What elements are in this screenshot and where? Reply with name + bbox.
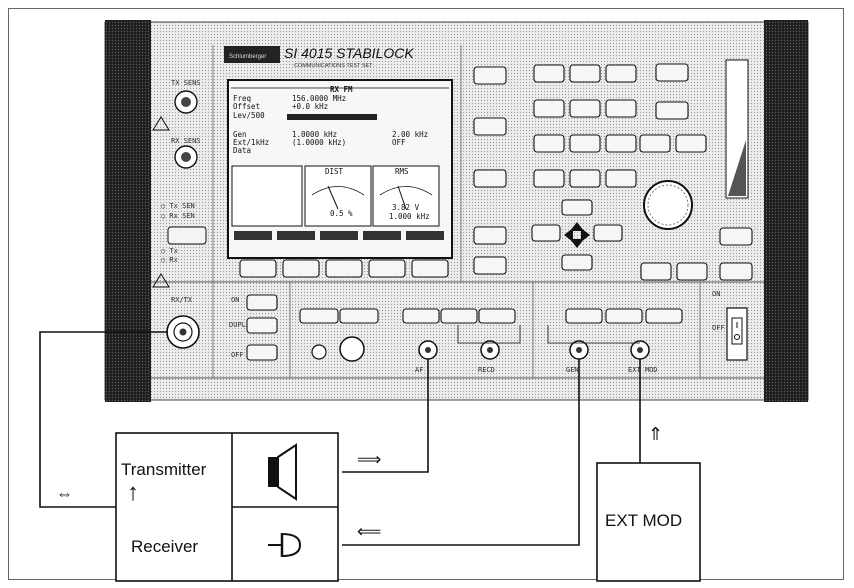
unit-key[interactable] — [676, 135, 706, 152]
svg-text:ON: ON — [231, 296, 239, 304]
model-title: SI 4015 STABILOCK — [284, 45, 414, 61]
instrument-front-panel — [105, 22, 808, 400]
meter-dist-title: DIST — [325, 167, 344, 176]
svg-text:EXT MOD: EXT MOD — [628, 366, 658, 374]
gen-key[interactable] — [566, 309, 602, 323]
dupl-key[interactable] — [247, 345, 277, 360]
dupl-key[interactable] — [247, 295, 277, 310]
function-key-right[interactable] — [656, 102, 688, 119]
meter-rms-value: 3.82 V — [392, 203, 420, 212]
ext-mod-label: EXT MOD — [605, 511, 682, 531]
cursor-up-key[interactable] — [562, 200, 592, 215]
numeric-key[interactable] — [570, 65, 600, 82]
step-key[interactable] — [641, 263, 671, 280]
cursor-left-key[interactable] — [532, 225, 560, 241]
dupl-key[interactable] — [247, 318, 277, 333]
numeric-key[interactable] — [534, 170, 564, 187]
right-arrow-icon: ⟹ — [357, 450, 381, 470]
left-handle — [105, 20, 151, 402]
gen-key[interactable] — [646, 309, 682, 323]
meter-rms-value2: 1.000 kHz — [389, 212, 430, 221]
svg-text:AF: AF — [415, 366, 423, 374]
svg-text:RECD: RECD — [478, 366, 495, 374]
svg-text:○ Tx SEN: ○ Tx SEN — [161, 202, 195, 210]
numeric-key[interactable] — [606, 100, 636, 117]
filter-key[interactable] — [340, 309, 378, 323]
softkey-label — [363, 231, 401, 240]
function-key[interactable] — [474, 170, 506, 187]
svg-text:○ Rx: ○ Rx — [161, 256, 178, 264]
softkey-labels — [234, 231, 444, 240]
numeric-key[interactable] — [570, 170, 600, 187]
af-key[interactable] — [403, 309, 439, 323]
graph-window — [232, 166, 302, 226]
svg-text:RX SENS: RX SENS — [171, 137, 201, 145]
headphone-jack[interactable] — [312, 345, 326, 359]
softkey-button[interactable] — [369, 260, 405, 277]
display-line-label: Lev/500 — [233, 111, 265, 120]
numeric-key[interactable] — [534, 135, 564, 152]
up-arrow-icon: ⇑ — [648, 424, 663, 445]
left-arrow-icon: ⟸ — [357, 522, 381, 542]
tx-rx-arrow-icon: ↑ — [127, 481, 139, 505]
af-key[interactable] — [441, 309, 477, 323]
meter-rms-title: RMS — [395, 167, 409, 176]
unit-key[interactable] — [640, 135, 670, 152]
gen-key[interactable] — [606, 309, 642, 323]
left-key[interactable] — [168, 227, 206, 244]
memory-key[interactable] — [720, 228, 752, 245]
numeric-key[interactable] — [534, 65, 564, 82]
svg-text:TX SENS: TX SENS — [171, 79, 201, 87]
softkey-label — [277, 231, 315, 240]
meter-dist-value: 0.5 % — [330, 209, 353, 218]
svg-text:OFF: OFF — [712, 324, 725, 332]
numeric-key[interactable] — [534, 100, 564, 117]
softkey-button[interactable] — [240, 260, 276, 277]
volume-knob[interactable] — [340, 337, 364, 361]
numeric-key[interactable] — [606, 170, 636, 187]
softkey-label — [406, 231, 444, 240]
brand-logo-text: Schlumberger — [229, 54, 266, 60]
ext-right: OFF — [392, 138, 406, 147]
function-key[interactable] — [474, 227, 506, 244]
bidirectional-arrow-icon: ⇔ — [56, 484, 73, 504]
svg-text:○ Rx SEN: ○ Rx SEN — [161, 212, 195, 220]
model-subtitle: COMMUNICATIONS TEST SET — [294, 63, 373, 69]
display-line-label: Offset — [233, 102, 260, 111]
filter-key[interactable] — [300, 309, 338, 323]
transmitter-label: Transmitter — [121, 460, 206, 480]
display-line-value: (1.0000 kHz) — [292, 138, 346, 147]
softkey-button[interactable] — [283, 260, 319, 277]
function-key-right[interactable] — [656, 64, 688, 81]
svg-text:RX/TX: RX/TX — [171, 296, 193, 304]
softkey-label — [234, 231, 272, 240]
display-line-label: Data — [233, 146, 251, 155]
display-header: RX FM — [330, 85, 353, 94]
svg-text:DUPL: DUPL — [229, 321, 246, 329]
svg-text:ON: ON — [712, 290, 720, 298]
cursor-down-key[interactable] — [562, 255, 592, 270]
softkey-button[interactable] — [412, 260, 448, 277]
af-key[interactable] — [479, 309, 515, 323]
function-key[interactable] — [474, 118, 506, 135]
svg-text:OFF: OFF — [231, 351, 244, 359]
function-key[interactable] — [474, 67, 506, 84]
cursor-right-key[interactable] — [594, 225, 622, 241]
softkey-button[interactable] — [326, 260, 362, 277]
step-key[interactable] — [677, 263, 707, 280]
numeric-key[interactable] — [606, 135, 636, 152]
level-bar — [287, 114, 377, 120]
display-line-value: +0.0 kHz — [292, 102, 328, 111]
numeric-key[interactable] — [570, 100, 600, 117]
function-key[interactable] — [474, 257, 506, 274]
svg-text:GEN: GEN — [566, 366, 579, 374]
rotary-knob[interactable] — [644, 181, 692, 229]
receiver-label: Receiver — [131, 537, 198, 557]
numeric-key[interactable] — [570, 135, 600, 152]
softkey-label — [320, 231, 358, 240]
right-handle — [764, 20, 808, 402]
numeric-key[interactable] — [606, 65, 636, 82]
reset-key[interactable] — [720, 263, 752, 280]
svg-text:○ Tx: ○ Tx — [161, 247, 178, 255]
